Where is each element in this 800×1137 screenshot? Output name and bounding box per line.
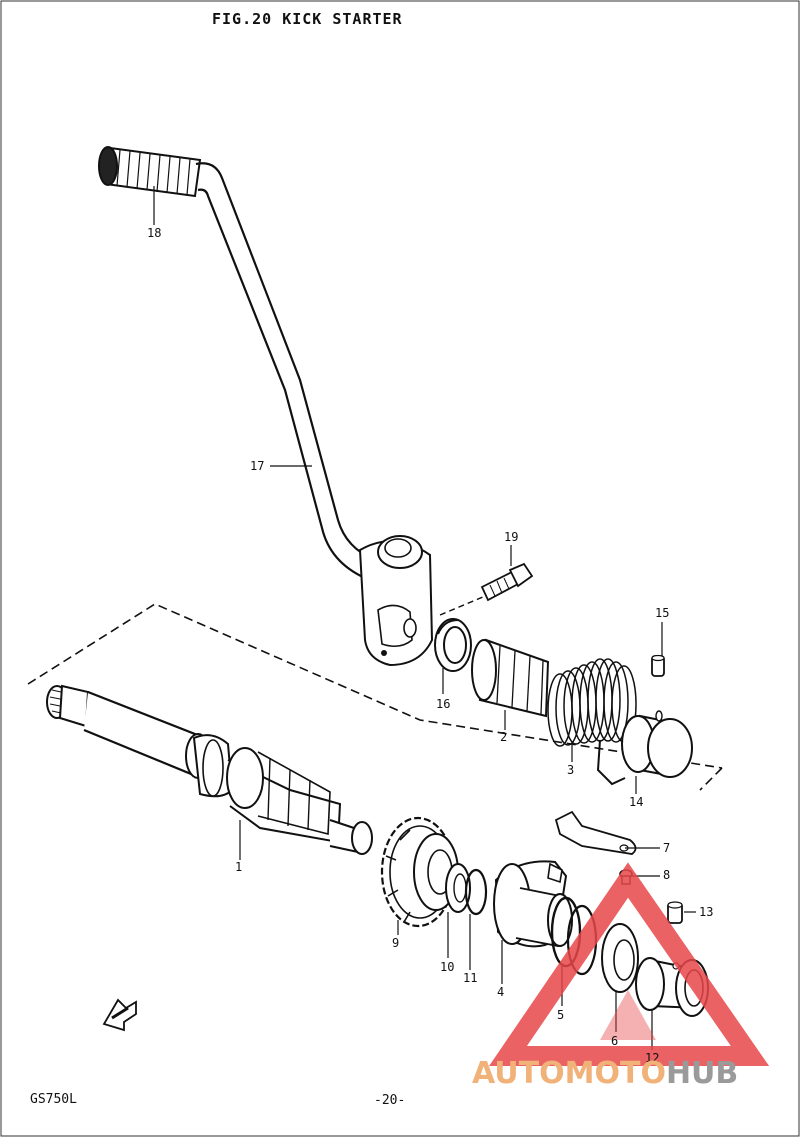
callout-15: 15: [655, 606, 670, 620]
callout-17: 17: [250, 459, 265, 473]
callout-2: 2: [500, 730, 508, 744]
front-direction-arrow-icon: [102, 998, 137, 1032]
dashed-bolt-line: [439, 593, 491, 616]
kick-spring-part: [547, 658, 637, 786]
callout-10: 10: [440, 960, 455, 974]
callout-7: 7: [663, 841, 671, 855]
washer-part-6: [601, 923, 639, 993]
callout-3: 3: [567, 763, 575, 777]
callout-1: 1: [235, 860, 243, 874]
oil-seal-part: [434, 618, 472, 672]
figure-title: FIG.20 KICK STARTER: [212, 10, 403, 28]
circlip-part-11: [464, 868, 488, 916]
callout-5: 5: [557, 1008, 565, 1022]
callout-18: 18: [147, 226, 162, 240]
stopper-plate-part: [554, 810, 637, 855]
dashed-assembly-line-end: [699, 767, 723, 791]
callout-4: 4: [497, 985, 505, 999]
bolt-part: [480, 562, 534, 602]
spring-guide-part: [471, 638, 550, 718]
watermark-logo-icon: [489, 862, 770, 1066]
callout-9: 9: [392, 936, 400, 950]
watermark-text-primary: AUTOMOTO: [472, 1056, 666, 1091]
callout-12: 12: [645, 1051, 660, 1065]
kick-grip-part: [98, 146, 202, 198]
callout-19: 19: [504, 530, 519, 544]
callout-6: 6: [611, 1034, 619, 1048]
callout-16: 16: [436, 697, 451, 711]
page-number: -20-: [374, 1093, 406, 1108]
washer-part-10: [445, 863, 471, 913]
kick-lever-part: [195, 162, 434, 667]
kick-shaft-part: [46, 684, 373, 855]
model-label: GS750L: [30, 1092, 77, 1107]
kick-gear-part: [380, 816, 459, 928]
pin-part-13: [667, 901, 683, 924]
callout-11: 11: [463, 971, 478, 985]
callout-13: 13: [699, 905, 714, 919]
watermark-text: AUTOMOTOHUB: [472, 1056, 738, 1091]
pin-part-15: [651, 654, 665, 677]
spacer-part-14: [621, 710, 693, 778]
callout-8: 8: [663, 868, 671, 882]
watermark-text-secondary: HUB: [665, 1056, 739, 1091]
kick-drive-gear-part: [493, 860, 573, 948]
callout-14: 14: [629, 795, 644, 809]
